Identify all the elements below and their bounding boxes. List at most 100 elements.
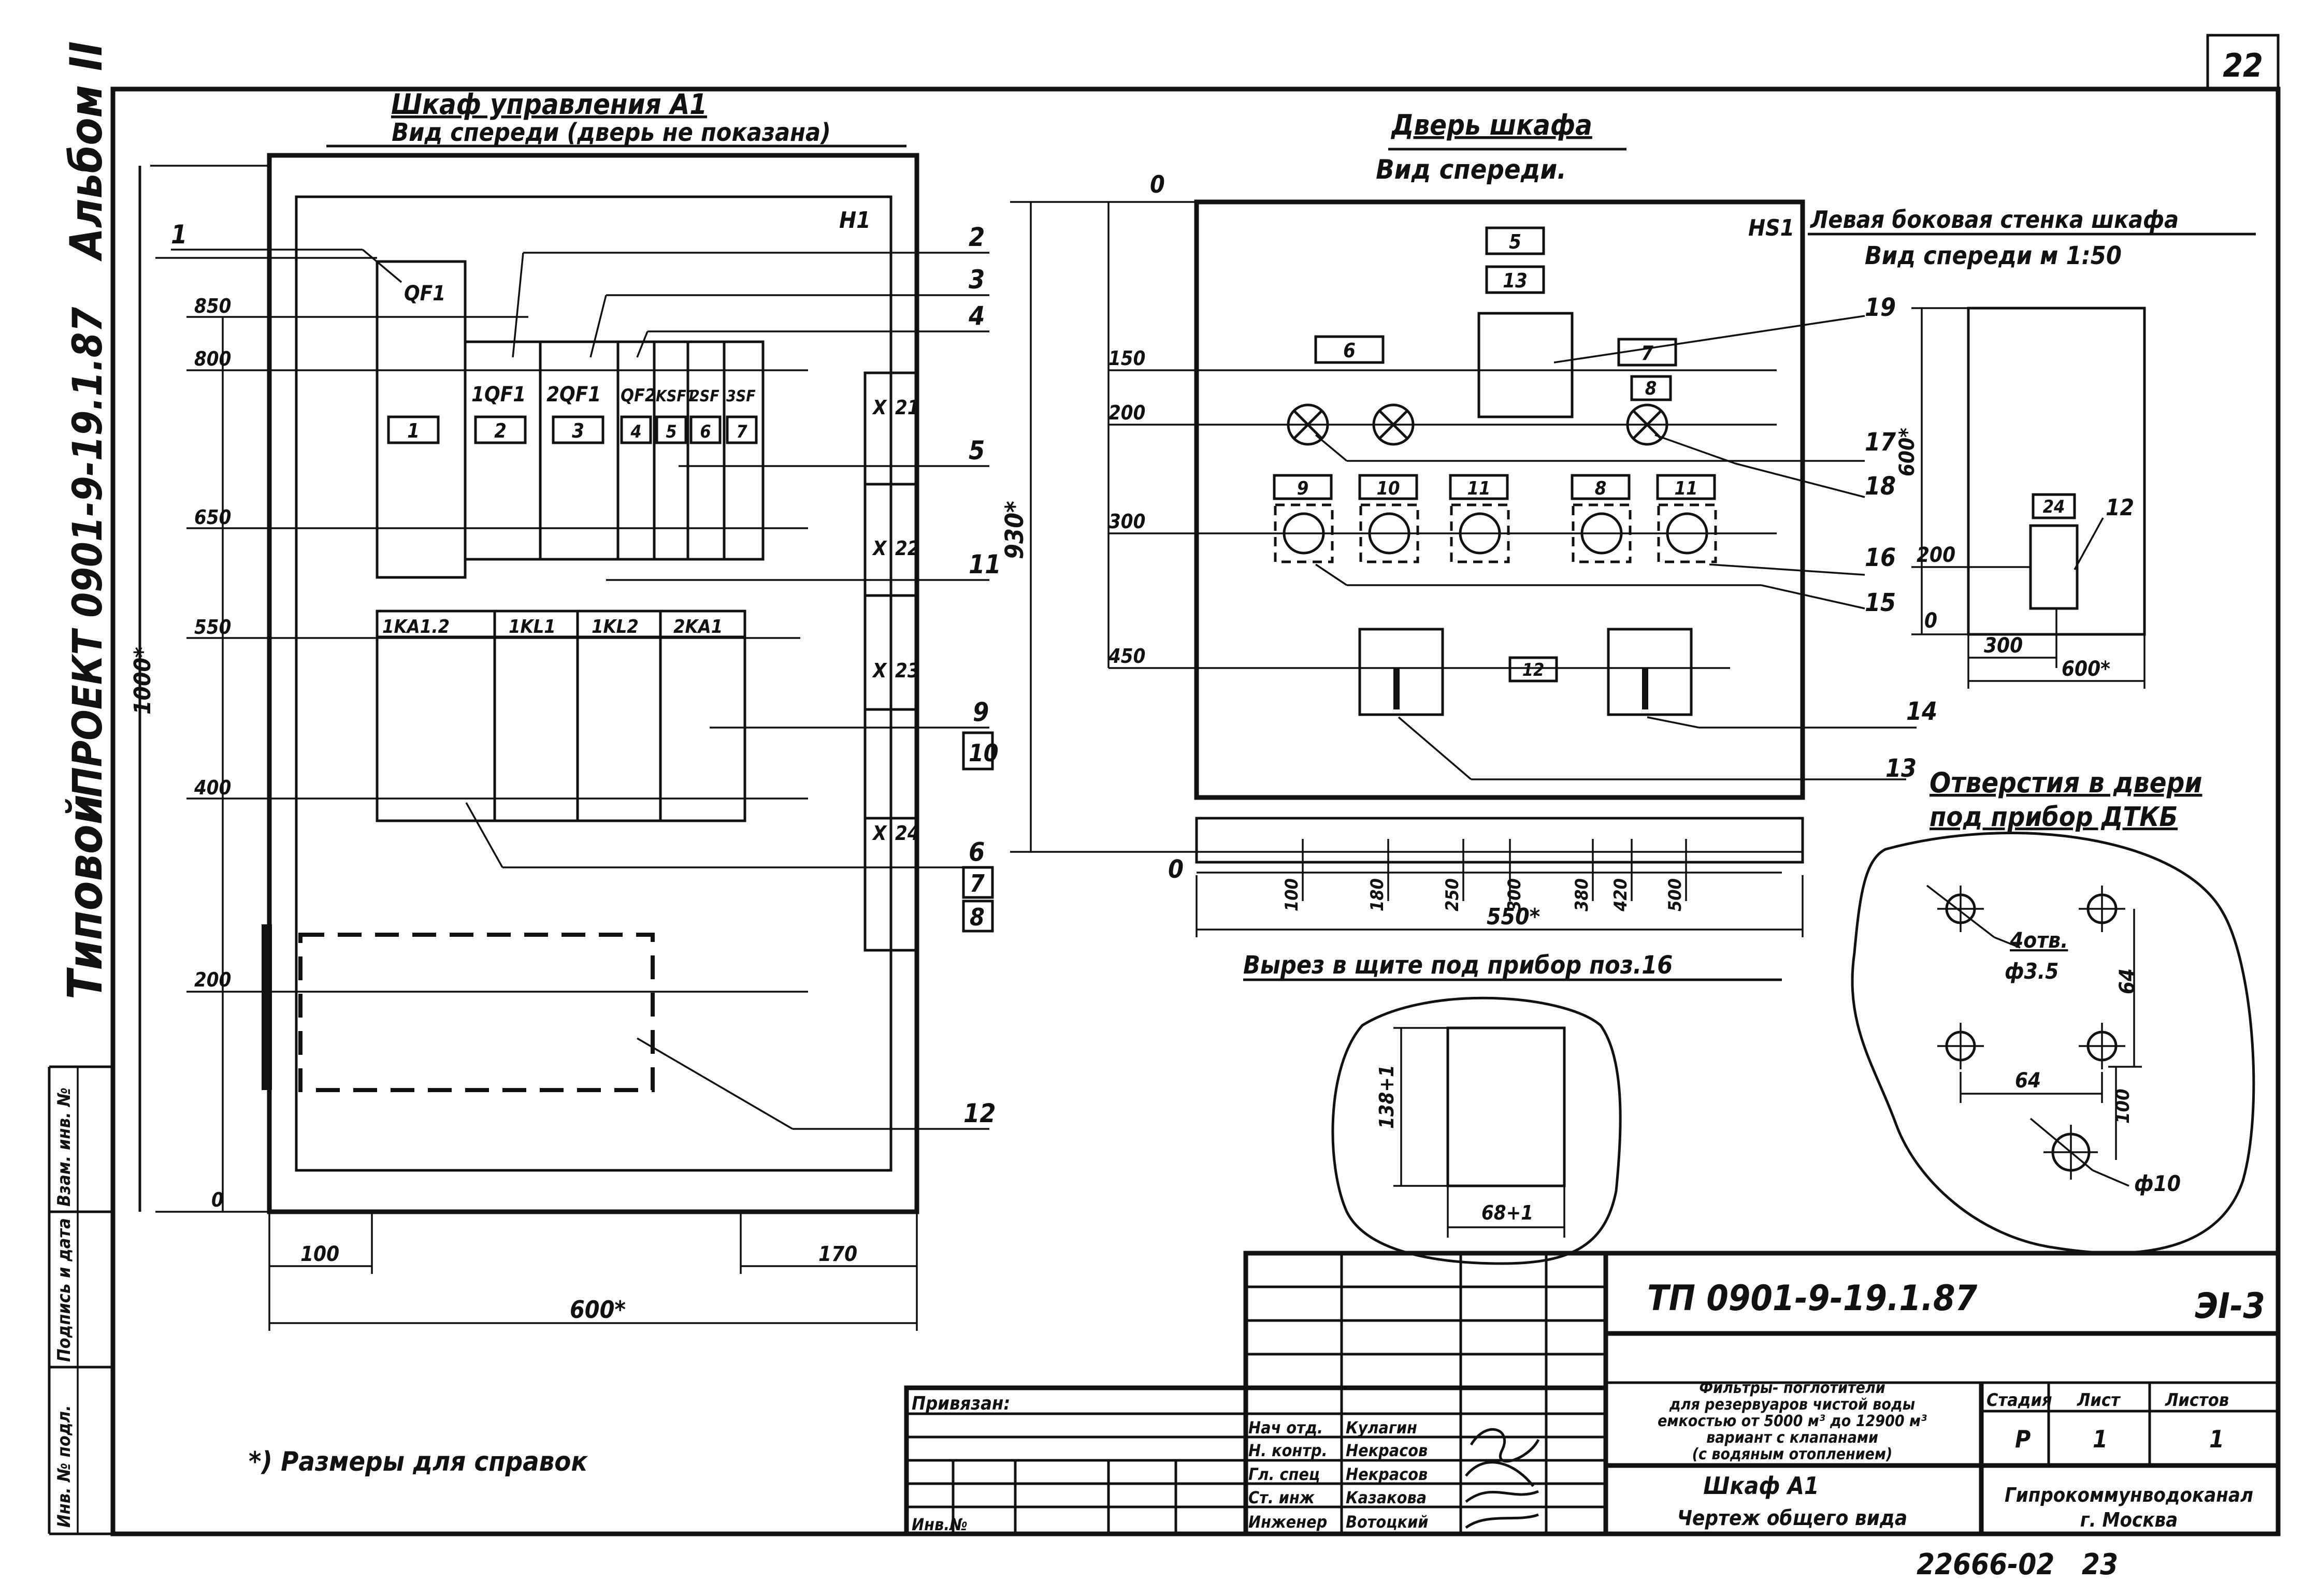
svg-text:24: 24 bbox=[895, 822, 920, 845]
svg-text:600*: 600* bbox=[570, 1296, 626, 1324]
device-label-qf1: QF1 bbox=[404, 282, 445, 306]
svg-text:17: 17 bbox=[1865, 428, 1896, 457]
svg-text:1: 1 bbox=[171, 220, 187, 250]
svg-text:68+1: 68+1 bbox=[1481, 1201, 1533, 1224]
cabinet-outer bbox=[267, 153, 919, 1214]
svg-text:400: 400 bbox=[194, 776, 231, 799]
svg-text:19: 19 bbox=[1865, 293, 1896, 322]
svg-text:Инв.№: Инв.№ bbox=[912, 1515, 968, 1534]
svg-text:5: 5 bbox=[969, 436, 985, 466]
holes-subtitle: под прибор ДТКБ bbox=[1930, 802, 2178, 833]
svg-text:Некрасов: Некрасов bbox=[1346, 1441, 1428, 1460]
device-label-3sf: 3SF bbox=[726, 387, 756, 405]
svg-text:3: 3 bbox=[969, 265, 985, 295]
dim-930: 930* bbox=[1000, 501, 1029, 559]
device-label-qf2: QF2 bbox=[621, 385, 656, 406]
svg-text:23: 23 bbox=[895, 659, 920, 682]
view2-subtitle: Вид спереди. bbox=[1376, 154, 1566, 185]
svg-text:100: 100 bbox=[300, 1242, 339, 1266]
svg-text:24: 24 bbox=[2043, 497, 2065, 517]
svg-text:550: 550 bbox=[194, 616, 231, 639]
svg-text:2: 2 bbox=[969, 222, 985, 252]
svg-text:6: 6 bbox=[700, 422, 711, 442]
svg-text:0: 0 bbox=[1150, 170, 1165, 198]
svg-text:ф10: ф10 bbox=[2134, 1171, 2181, 1196]
svg-text:Н. контр.: Н. контр. bbox=[1248, 1441, 1328, 1460]
lower-component-dashed bbox=[298, 933, 655, 1092]
door-buttons bbox=[1274, 503, 1717, 563]
svg-text:4отв.: 4отв. bbox=[2009, 927, 2068, 953]
svg-text:Некрасов: Некрасов bbox=[1346, 1464, 1428, 1484]
svg-text:9: 9 bbox=[1297, 478, 1309, 499]
footnote: *) Размеры для справок bbox=[249, 1446, 588, 1477]
svg-text:8: 8 bbox=[970, 903, 985, 931]
side-wall bbox=[1967, 307, 2146, 636]
title-sheet-code: ЭI-3 bbox=[2195, 1286, 2265, 1327]
svg-text:5: 5 bbox=[666, 422, 676, 442]
door-panel bbox=[1194, 199, 1805, 800]
svg-text:Кулагин: Кулагин bbox=[1346, 1418, 1417, 1438]
svg-text:4: 4 bbox=[968, 301, 985, 331]
svg-text:Гл. спец: Гл. спец bbox=[1248, 1464, 1320, 1484]
svg-text:Х: Х bbox=[872, 537, 887, 560]
svg-text:420: 420 bbox=[1610, 878, 1631, 912]
svg-text:4: 4 bbox=[630, 422, 641, 442]
album-label: Альбом ІІ bbox=[61, 41, 112, 262]
device-label-1qf1: 1QF1 bbox=[471, 383, 526, 407]
svg-text:Х: Х bbox=[872, 822, 887, 845]
svg-text:Нач отд.: Нач отд. bbox=[1248, 1418, 1323, 1438]
svg-text:Х: Х bbox=[872, 659, 887, 682]
svg-text:1: 1 bbox=[2209, 1425, 2224, 1453]
view2-callouts bbox=[1315, 315, 1917, 780]
svg-text:11: 11 bbox=[969, 549, 1001, 579]
cabinet-inner bbox=[295, 195, 892, 1172]
svg-text:Вотоцкий: Вотоцкий bbox=[1346, 1512, 1428, 1532]
svg-text:600*: 600* bbox=[2062, 657, 2110, 681]
svg-text:138+1: 138+1 bbox=[1375, 1065, 1398, 1129]
device-qf1 bbox=[376, 260, 467, 579]
svg-text:2: 2 bbox=[494, 419, 507, 442]
dim-1000: 1000* bbox=[129, 647, 156, 715]
svg-text:6: 6 bbox=[969, 837, 985, 867]
svg-text:380: 380 bbox=[1572, 878, 1592, 911]
stamp-replace-label: Взам. инв. № bbox=[54, 1087, 75, 1207]
door-hinge bbox=[262, 924, 272, 1090]
svg-text:250: 250 bbox=[1442, 878, 1463, 911]
svg-text:450: 450 bbox=[1108, 645, 1145, 668]
svg-text:12: 12 bbox=[963, 1098, 996, 1128]
svg-text:0: 0 bbox=[1168, 855, 1184, 884]
svg-text:Ст. инж: Ст. инж bbox=[1248, 1488, 1315, 1507]
svg-text:вариант с клапанами: вариант с клапанами bbox=[1706, 1429, 1878, 1447]
title-block bbox=[904, 1251, 2281, 1536]
page-number: 22 bbox=[2223, 47, 2263, 84]
door-meter-left bbox=[1358, 628, 1444, 716]
svg-text:150: 150 bbox=[1108, 347, 1145, 370]
panel-cutout-strip bbox=[1195, 817, 1804, 864]
svg-text:6: 6 bbox=[1343, 339, 1356, 362]
device-label-1ka12: 1KA1.2 bbox=[382, 616, 450, 637]
svg-text:7: 7 bbox=[736, 422, 747, 442]
door-boxes: 5 13 6 7 8 9 10 11 8 11 12 bbox=[1273, 226, 1716, 683]
holes-detail-blob bbox=[1851, 832, 2255, 1254]
svg-text:емкостью от 5000 м³ до 12900 м: емкостью от 5000 м³ до 12900 м³ bbox=[1658, 1412, 1927, 1430]
svg-text:800: 800 bbox=[194, 347, 231, 370]
title-drawing: Чертеж общего вида bbox=[1677, 1506, 1907, 1530]
svg-text:1: 1 bbox=[2093, 1425, 2108, 1453]
door-instrument bbox=[1477, 312, 1574, 418]
svg-text:22: 22 bbox=[895, 537, 920, 560]
svg-text:0: 0 bbox=[1924, 609, 1937, 633]
cabinet-h1-label: Н1 bbox=[839, 207, 871, 234]
svg-text:для резервуаров чистой воды: для резервуаров чистой воды bbox=[1669, 1396, 1915, 1414]
svg-text:ф3.5: ф3.5 bbox=[2005, 959, 2058, 984]
mount-holes bbox=[1937, 886, 2125, 1180]
svg-text:11: 11 bbox=[1674, 478, 1697, 499]
svg-text:21: 21 bbox=[895, 396, 920, 419]
svg-text:64: 64 bbox=[2015, 1069, 2041, 1093]
svg-text:1: 1 bbox=[407, 419, 420, 442]
svg-text:300: 300 bbox=[1504, 878, 1525, 911]
cutout-detail-blob bbox=[1331, 996, 1622, 1265]
svg-text:Стадия: Стадия bbox=[1986, 1390, 2052, 1411]
svg-text:18: 18 bbox=[1865, 472, 1896, 501]
svg-text:3: 3 bbox=[572, 419, 584, 442]
